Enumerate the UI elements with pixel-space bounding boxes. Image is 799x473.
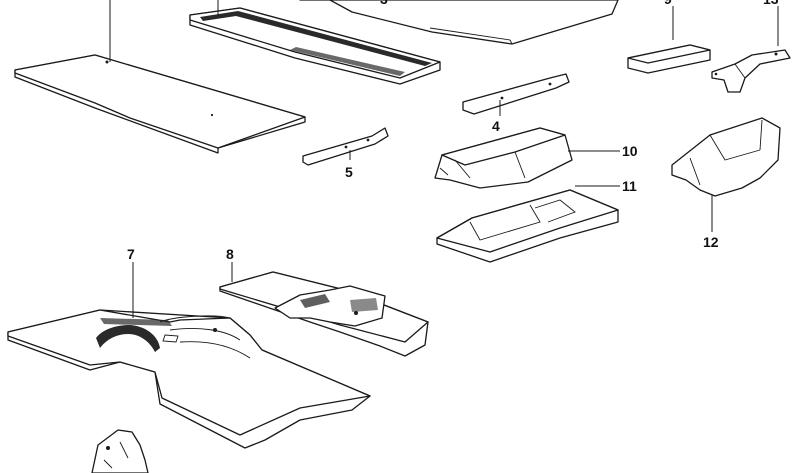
callout-4: 4 (492, 118, 500, 134)
part-10-tunnel-cover: 10 (434, 127, 638, 189)
part-9-block: 9 (627, 0, 711, 74)
part-5-bracket: 5 (302, 127, 389, 180)
callout-7: 7 (127, 246, 135, 262)
clip-part (91, 429, 149, 473)
part-13-curved-bracket: 13 (711, 0, 791, 93)
callout-12: 12 (703, 234, 719, 250)
callout-3: 3 (380, 0, 388, 7)
part-12-duct: 12 (671, 117, 781, 250)
callout-8: 8 (226, 246, 234, 262)
callout-10: 10 (622, 143, 638, 159)
part-7-floor-carpet: 7 (7, 246, 371, 449)
part-4-bracket: 4 (462, 73, 570, 134)
part-2-insulation-strip (189, 0, 441, 85)
part-11-tray: 11 (436, 178, 637, 263)
part-1-floor-mat (14, 0, 306, 154)
part-3-floor-panel (299, 0, 619, 45)
callout-11: 11 (622, 178, 637, 194)
callout-5: 5 (345, 164, 353, 180)
callout-13: 13 (763, 0, 779, 7)
part-8-floor-panel: 8 (219, 246, 429, 357)
callout-9: 9 (664, 0, 672, 7)
